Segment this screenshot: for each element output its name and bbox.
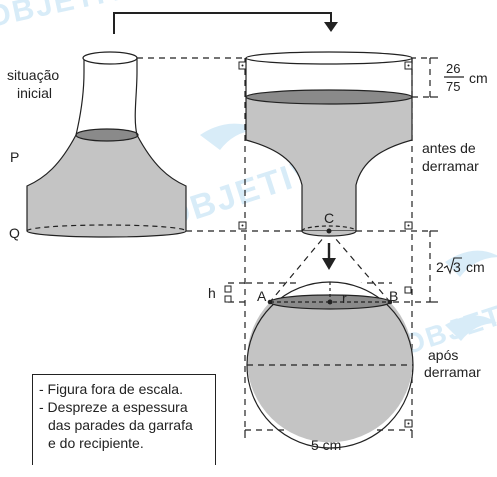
sphere-liquid <box>247 302 413 443</box>
label-point-p: P <box>10 149 20 165</box>
fraction-denominator: 75 <box>446 79 461 94</box>
note-line-3: das parades da garrafa <box>48 417 193 433</box>
height-coefficient: 2 <box>436 259 444 275</box>
fraction-numerator: 26 <box>446 61 461 76</box>
bottle-inverted <box>245 51 413 237</box>
diameter-label: 5 cm <box>311 437 342 453</box>
inverted-bottle-base <box>245 51 413 65</box>
label-situacao-line1: situação <box>7 67 60 83</box>
label-radius-r: r <box>342 290 347 306</box>
transfer-arrowhead-top <box>324 22 338 32</box>
label-point-c: C <box>324 210 335 226</box>
point-b <box>387 299 393 305</box>
point-a <box>267 299 273 305</box>
label-antes-line1: antes de <box>422 140 476 156</box>
point-c <box>326 228 332 234</box>
label-antes-line2: derramar <box>422 158 479 174</box>
transfer-arrow-top <box>113 12 332 34</box>
dimension-marks <box>244 57 438 438</box>
bottle-liquid-top <box>75 128 139 142</box>
sphere-container <box>246 276 414 449</box>
pour-arrowhead <box>322 258 336 270</box>
fraction-unit: cm <box>469 70 488 86</box>
bottle-mouth <box>82 51 138 65</box>
note-line-1: - Figura fora de escala. <box>39 381 183 397</box>
note-line-4: e do recipiente. <box>48 435 144 451</box>
label-situacao-line2: inicial <box>17 85 53 101</box>
sqrt-sign <box>443 257 462 275</box>
label-point-q: Q <box>9 225 20 241</box>
label-point-b: B <box>389 288 399 304</box>
notes-box: - Figura fora de escala. - Despreze a es… <box>32 374 216 465</box>
label-apos-line2: derramar <box>424 364 481 380</box>
bottle-initial <box>26 51 187 238</box>
height-radicand: 3 <box>453 259 461 275</box>
label-height-h: h <box>208 285 216 301</box>
height-unit: cm <box>466 259 485 275</box>
note-line-2: - Despreze a espessura <box>39 399 188 415</box>
label-point-a: A <box>257 288 267 304</box>
label-apos-line1: após <box>428 347 459 363</box>
bottle-liquid <box>27 135 186 231</box>
inverted-liquid-top <box>245 89 413 105</box>
watermark-logo <box>200 123 497 341</box>
